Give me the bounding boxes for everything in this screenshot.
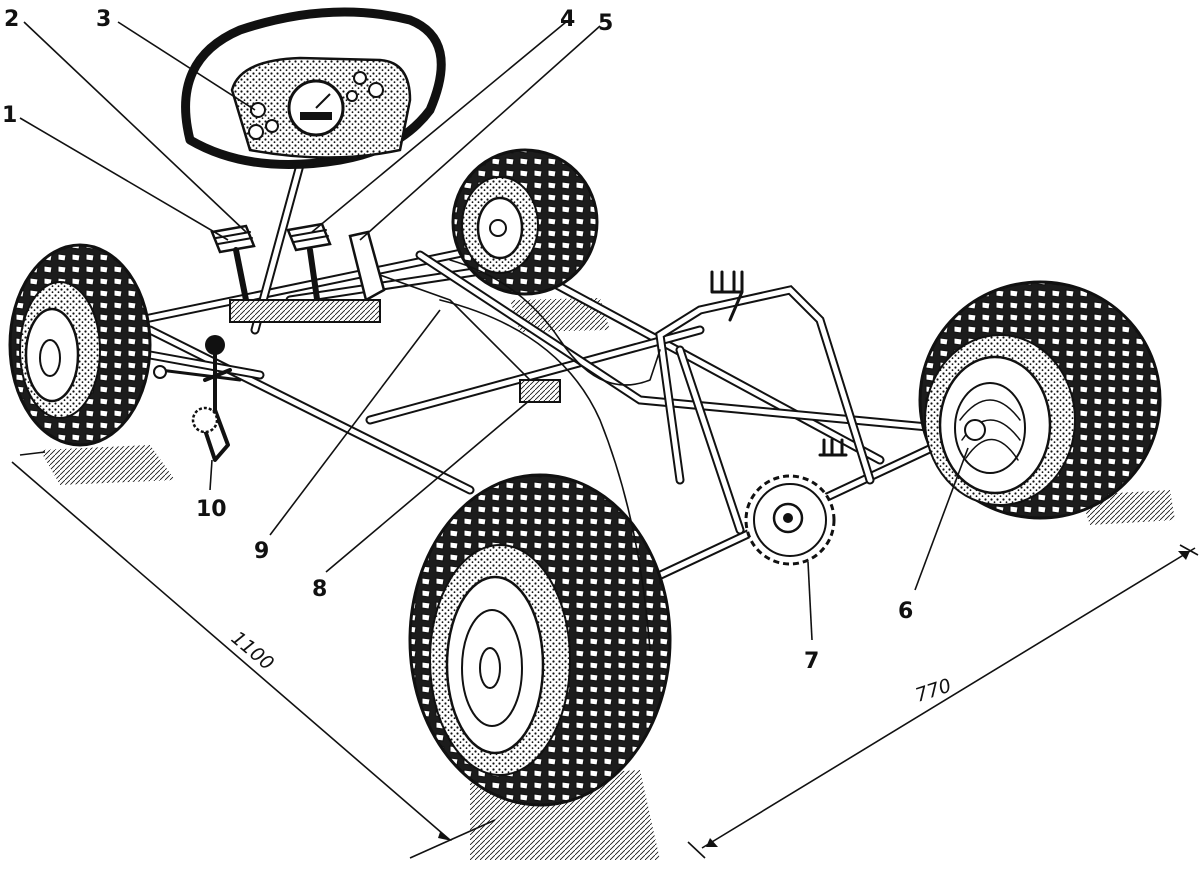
leader-lines [19,21,969,641]
callout-6: 6 [898,599,913,624]
front-left-wheel [8,243,152,447]
cables [379,259,661,651]
front-right-wheel [451,148,599,296]
callout-1: 1 [2,103,17,128]
callout-4: 4 [560,7,575,32]
steering-linkage [153,335,242,462]
dimension-width-label: 770 [913,675,954,707]
callout-labels: 1 2 3 4 5 6 7 8 9 10 [2,7,913,674]
rear-right-wheel [918,280,1162,520]
drive-sprocket [744,474,836,566]
callout-8: 8 [312,577,327,602]
callout-10: 10 [196,497,227,522]
rear-hub [964,419,986,441]
callout-5: 5 [598,11,613,36]
pedals [210,222,386,323]
callout-2: 2 [4,7,19,32]
callout-3: 3 [96,7,111,32]
dimension-length-label: 1100 [227,627,278,675]
callout-7: 7 [804,649,819,674]
rear-left-wheel [408,473,672,807]
dimension-lines [11,451,1199,859]
callout-9: 9 [254,539,269,564]
